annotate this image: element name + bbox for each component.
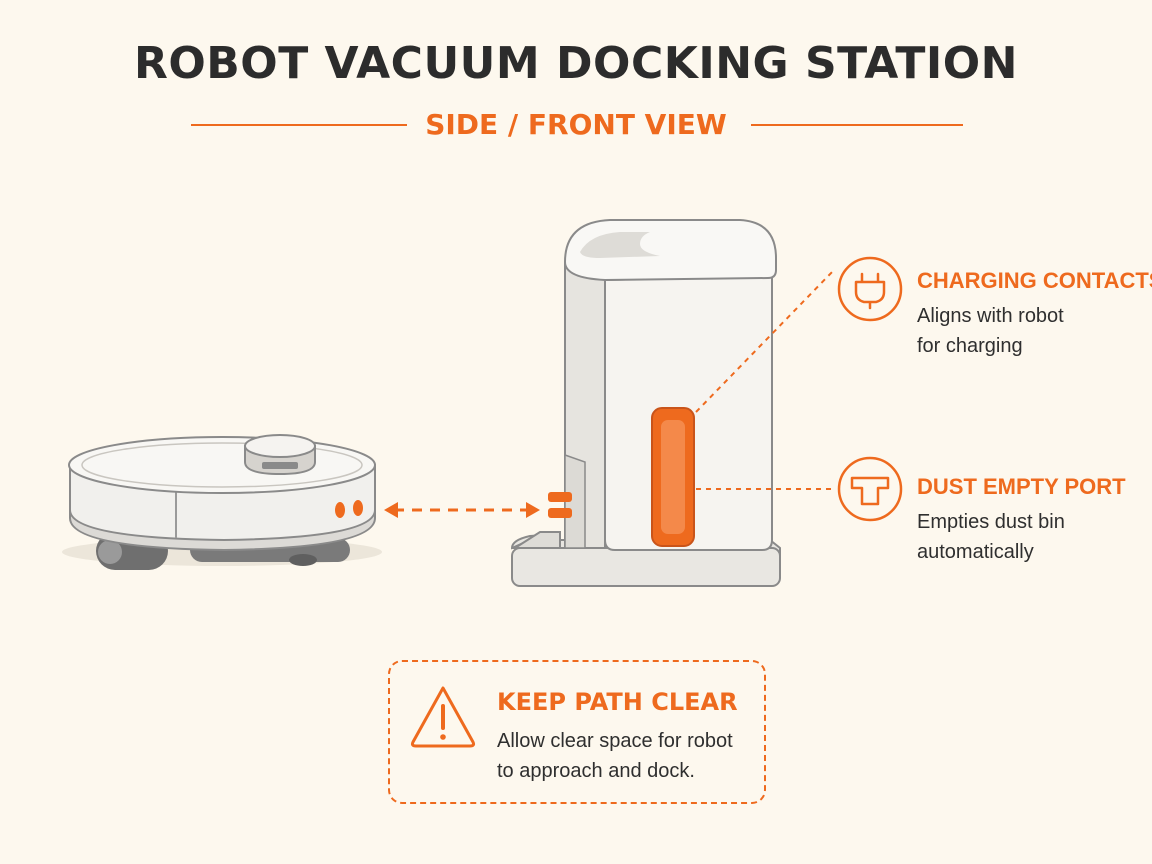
subtitle-rule-left — [191, 124, 407, 126]
page-title: ROBOT VACUUM DOCKING STATION — [133, 38, 1018, 89]
dock-dust-port-inner — [661, 420, 685, 534]
callout-charging-heading: CHARGING CONTACTS — [917, 268, 1152, 293]
dock-top-recess — [580, 232, 660, 258]
warning-icon — [410, 686, 476, 748]
warning-line-1: Allow clear space for robot — [497, 730, 733, 752]
callout-dust-line-1: Empties dust bin — [917, 511, 1065, 533]
docking-station — [510, 219, 781, 587]
dock-ramp — [511, 531, 561, 549]
warning-heading: KEEP PATH CLEAR — [497, 688, 738, 716]
alignment-arrowhead-right — [526, 502, 540, 518]
robot-wheel-hub — [98, 540, 122, 564]
robot-top-inner-ring — [81, 442, 363, 488]
robot-vacuum — [62, 434, 382, 570]
robot-lidar-window — [262, 462, 298, 469]
dock-contact-lower — [548, 508, 572, 518]
callout-dust-heading: DUST EMPTY PORT — [917, 474, 1126, 499]
dock-base-front — [511, 547, 781, 587]
alignment-arrow — [384, 502, 540, 518]
robot-front-caster — [289, 554, 317, 566]
subtitle-rule-right — [751, 124, 963, 126]
alignment-arrowhead-left — [384, 502, 398, 518]
callout-charging-text: Aligns with robot for charging — [917, 301, 1064, 361]
dock-contact-upper — [548, 492, 572, 502]
callout-dust-line-2: automatically — [917, 541, 1034, 563]
warning-line-2: to approach and dock. — [497, 760, 695, 782]
callout-dust-text: Empties dust bin automatically — [917, 507, 1065, 567]
robot-contact-1 — [335, 502, 345, 518]
plug-icon — [837, 256, 903, 322]
callout-charging-line-1: Aligns with robot — [917, 305, 1064, 327]
robot-top-disk — [68, 436, 376, 494]
dust-port-icon — [837, 456, 903, 522]
robot-contact-2 — [353, 500, 363, 516]
warning-text: Allow clear space for robot to approach … — [497, 726, 733, 786]
page-subtitle: SIDE / FRONT VIEW — [425, 108, 727, 141]
warning-box — [388, 660, 766, 804]
leader-charging-contacts — [695, 269, 835, 413]
robot-lidar-top — [244, 434, 316, 458]
callout-charging-line-2: for charging — [917, 335, 1023, 357]
